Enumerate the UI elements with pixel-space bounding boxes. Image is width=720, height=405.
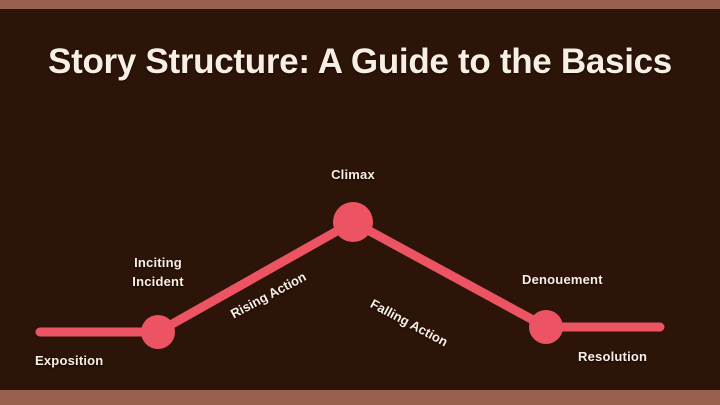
label-inciting-incident-line1: Inciting: [134, 255, 182, 270]
label-inciting-incident: Inciting Incident: [100, 253, 216, 291]
label-inciting-incident-line2: Incident: [132, 274, 184, 289]
label-resolution: Resolution: [578, 349, 648, 364]
label-denouement: Denouement: [522, 272, 603, 287]
node-climax: [333, 202, 373, 242]
label-climax: Climax: [331, 167, 375, 182]
top-border-band: [0, 0, 720, 9]
bottom-border-band: [0, 390, 720, 405]
node-denouement: [529, 310, 563, 344]
page-title: Story Structure: A Guide to the Basics: [48, 42, 672, 81]
label-exposition: Exposition: [35, 353, 104, 368]
node-inciting-incident: [141, 315, 175, 349]
